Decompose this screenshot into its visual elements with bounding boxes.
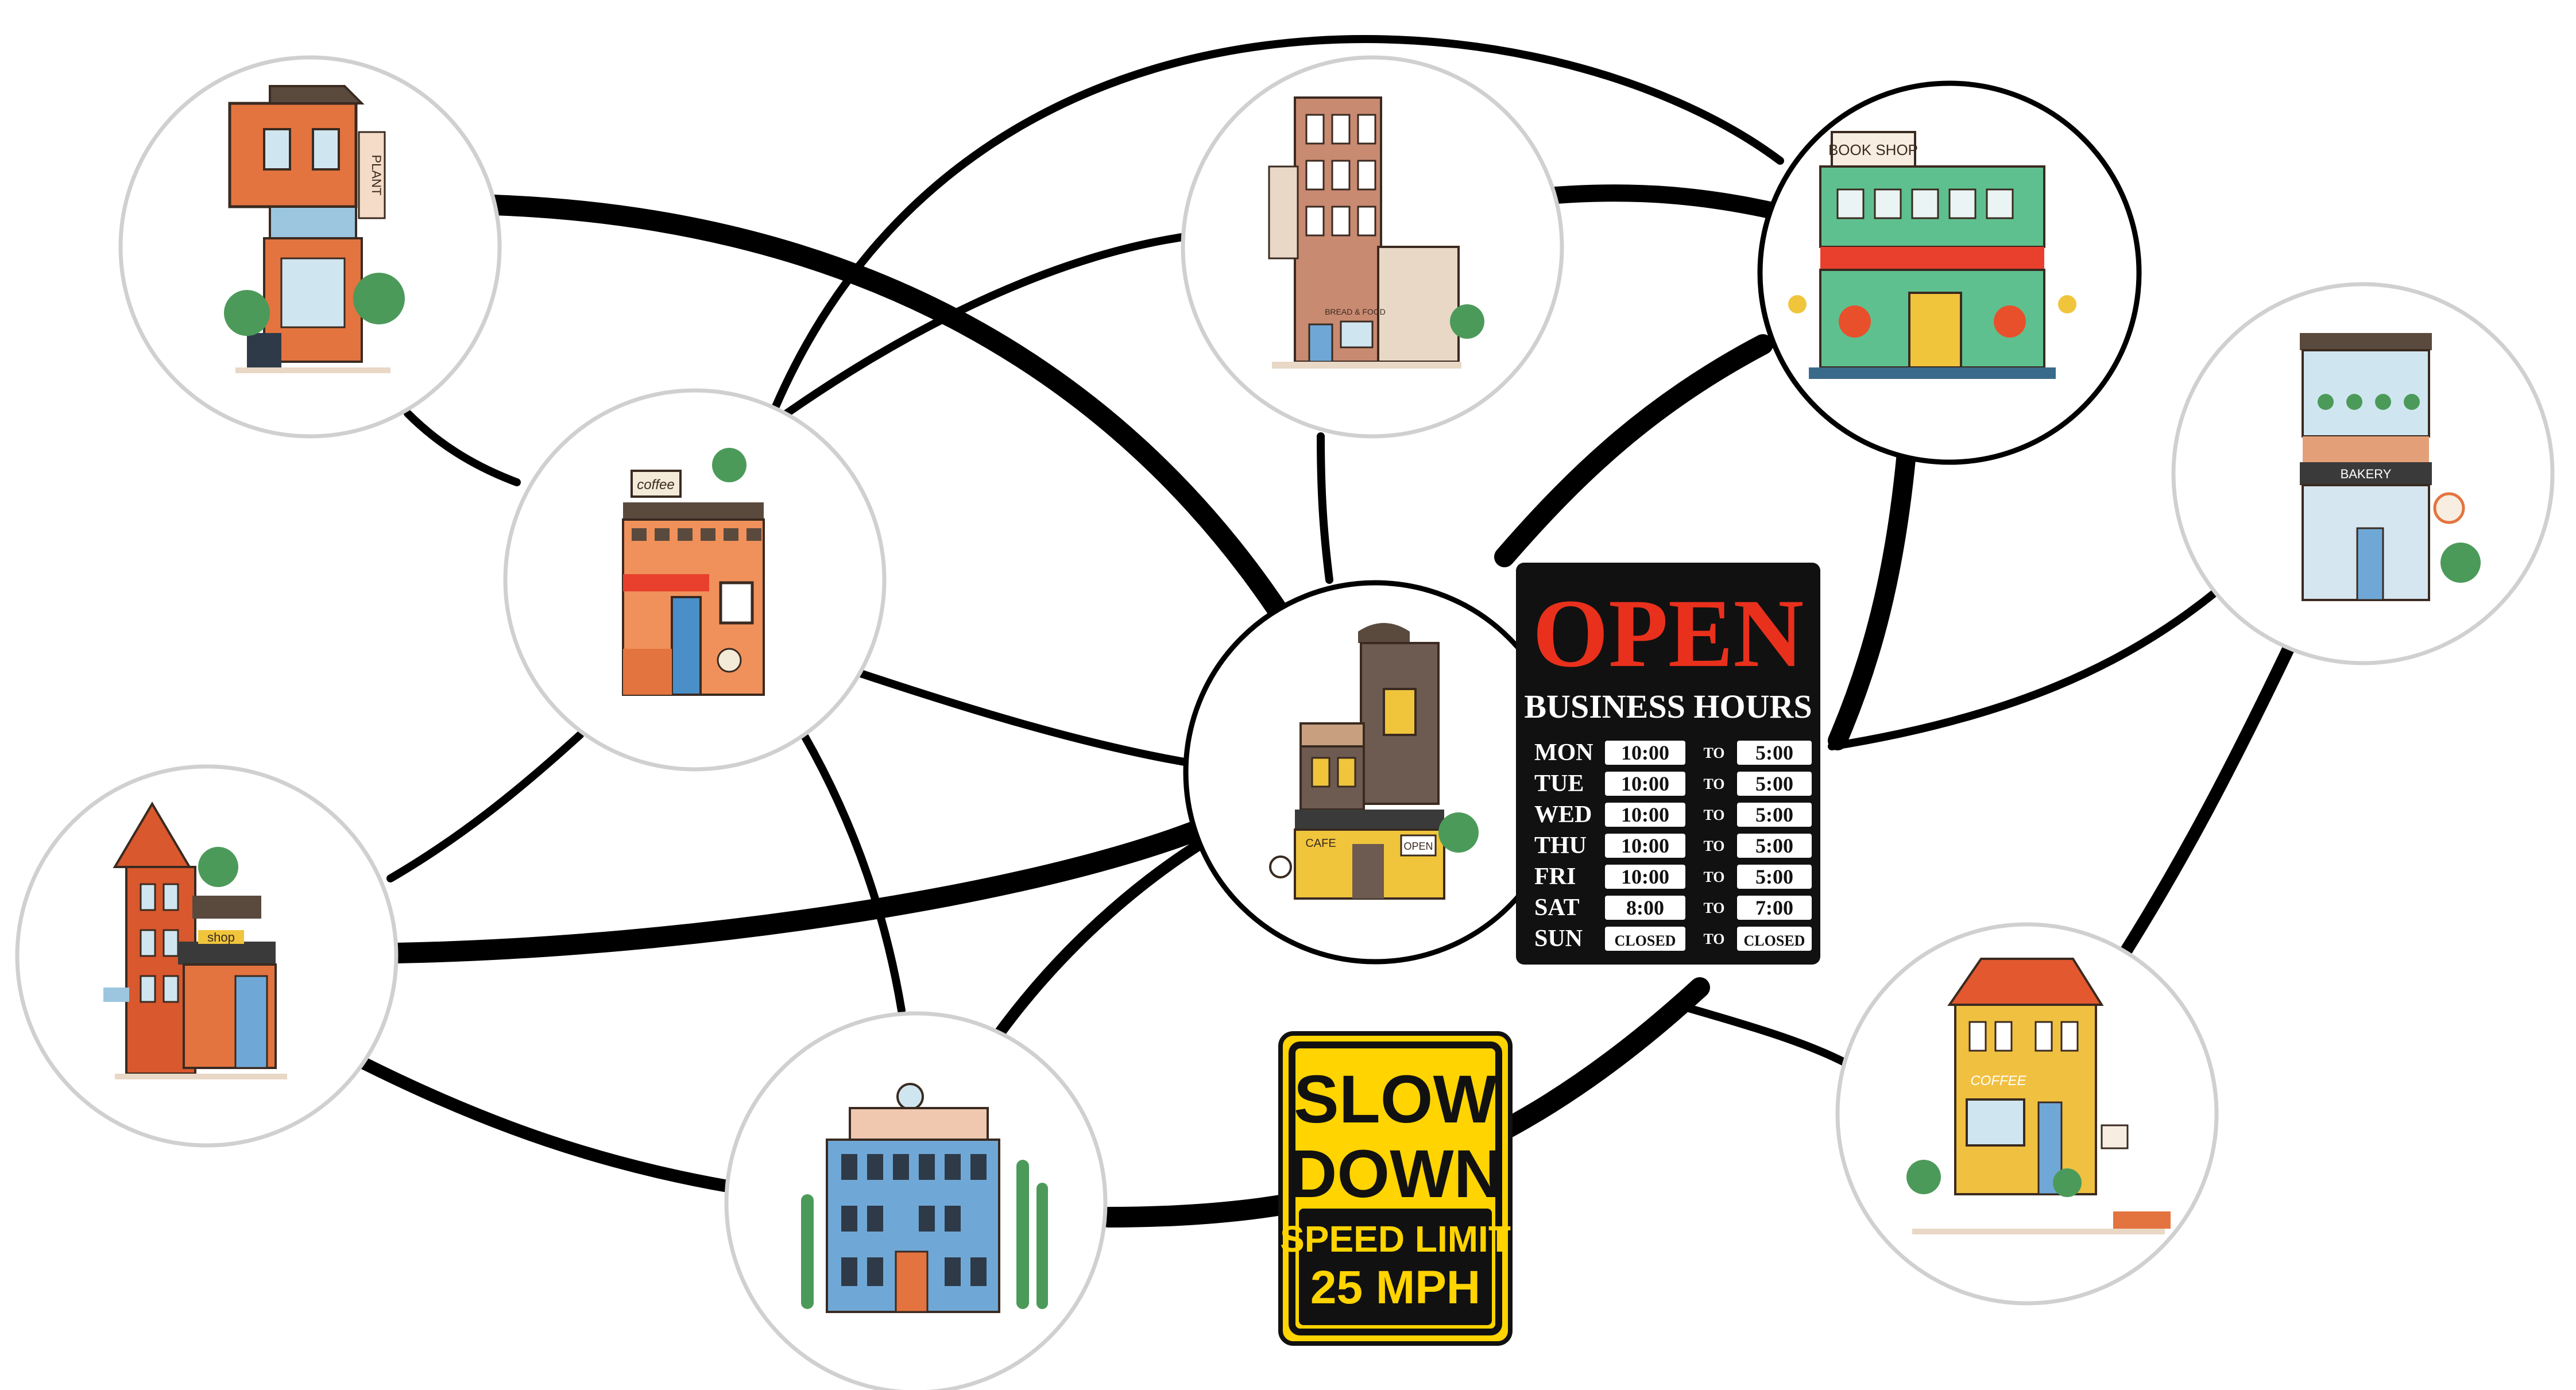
hours-row: SUN CLOSED TO CLOSED (1534, 926, 1812, 952)
coffee-right-sign-label: COFFEE (1970, 1073, 2026, 1089)
hours-box (1605, 834, 1685, 858)
book-shop-building: BOOK SHOP (1788, 131, 2076, 379)
hours-day: SAT (1534, 895, 1580, 921)
hours-day: THU (1534, 833, 1587, 859)
hours-box (1737, 772, 1812, 796)
edge (2118, 637, 2297, 959)
hours-row: TUE 10:00 TO 5:00 (1534, 770, 1812, 797)
open-small-sign-label: OPEN (1403, 841, 1433, 852)
hours-row: SAT 8:00 TO 7:00 (1534, 895, 1812, 921)
hours-box (1737, 803, 1812, 827)
hours-box (1737, 865, 1812, 889)
edge (771, 35, 1784, 412)
hours-to-label: TO (1703, 838, 1724, 854)
edges (355, 35, 2297, 1228)
hours-box (1737, 741, 1812, 765)
cafe-sign-label: CAFE (1305, 837, 1336, 850)
hours-from: 10:00 (1621, 741, 1669, 764)
blue-building (801, 1083, 1048, 1313)
hours-day: MON (1534, 739, 1593, 766)
edge (386, 816, 1216, 963)
edge (386, 731, 584, 882)
hours-day: FRI (1534, 864, 1576, 890)
coffee-sign-label: coffee (637, 477, 674, 493)
business-hours-label: BUSINESS HOURS (1524, 688, 1812, 725)
hours-box (1605, 896, 1685, 920)
hours-box (1605, 772, 1685, 796)
hours-day: WED (1534, 802, 1592, 828)
hours-from: 10:00 (1621, 772, 1669, 795)
plant-sign-label: PLANT (369, 155, 384, 196)
hours-to-label: TO (1703, 776, 1724, 792)
apartment-building: BREAD & FOOD (1268, 96, 1484, 369)
slow-text: SLOW (1294, 1062, 1498, 1137)
hours-from: CLOSED (1615, 932, 1676, 949)
hours-until: 5:00 (1755, 834, 1793, 857)
hours-from: 10:00 (1621, 865, 1669, 888)
edge (1548, 184, 1789, 221)
hours-from: 8:00 (1626, 896, 1664, 919)
hours-row: WED 10:00 TO 5:00 (1534, 802, 1812, 828)
bread-food-sign: BREAD & FOOD (1325, 307, 1386, 316)
shop-sign-label: shop (207, 930, 235, 944)
hours-from: 10:00 (1621, 803, 1669, 826)
hours-box (1737, 927, 1812, 951)
coffee-house-building: COFFEE (1906, 958, 2171, 1234)
hours-to-label: TO (1703, 807, 1724, 823)
hours-row: FRI 10:00 TO 5:00 (1534, 864, 1812, 890)
hours-until: CLOSED (1744, 932, 1805, 949)
red-house-building: shop (103, 802, 287, 1079)
hours-box (1605, 741, 1685, 765)
edge (484, 195, 1291, 625)
edge (1828, 444, 1916, 750)
edge (404, 409, 521, 486)
edge (1828, 587, 2221, 750)
hours-to-label: TO (1703, 745, 1724, 761)
hours-day: SUN (1534, 926, 1583, 952)
book-shop-sign-label: BOOK SHOP (1828, 141, 1918, 158)
hours-row: MON 10:00 TO 5:00 (1534, 739, 1812, 766)
hours-to-label: TO (1703, 900, 1724, 916)
coffee-tower-building: coffee (622, 448, 765, 696)
hours-row: THU 10:00 TO 5:00 (1534, 833, 1812, 859)
central-cafe-building: CAFE OPEN (1269, 623, 1479, 900)
mph-text: 25 MPH (1310, 1261, 1480, 1314)
speed-limit-sign: SLOW DOWN SPEED LIMIT 25 MPH (1278, 1031, 1513, 1346)
hours-box (1737, 834, 1812, 858)
speed-limit-text: SPEED LIMIT (1280, 1218, 1511, 1260)
hours-until: 5:00 (1755, 772, 1793, 795)
hours-box (1605, 803, 1685, 827)
hours-day: TUE (1534, 770, 1584, 797)
edge (993, 838, 1206, 1039)
down-text: DOWN (1288, 1136, 1503, 1212)
hours-until: 5:00 (1755, 741, 1793, 764)
bakery-building: BAKERY (2300, 333, 2481, 601)
edge (355, 1056, 747, 1195)
hours-to-label: TO (1703, 931, 1724, 947)
hours-box (1605, 865, 1685, 889)
edge (1494, 334, 1773, 567)
hours-box (1605, 927, 1685, 951)
edge (852, 668, 1198, 768)
edge (1673, 1001, 1859, 1072)
hours-box (1737, 896, 1812, 920)
hours-from: 10:00 (1621, 834, 1669, 857)
edge (783, 231, 1198, 417)
hours-until: 5:00 (1755, 865, 1793, 888)
edge (800, 731, 906, 1015)
edge (1317, 432, 1333, 584)
bakery-sign-label: BAKERY (2341, 467, 2392, 481)
hours-until: 5:00 (1755, 803, 1793, 826)
plant-shop-building: PLANT (224, 85, 405, 373)
hours-until: 7:00 (1755, 896, 1793, 919)
open-sign-title: OPEN (1533, 579, 1804, 687)
hours-to-label: TO (1703, 869, 1724, 885)
